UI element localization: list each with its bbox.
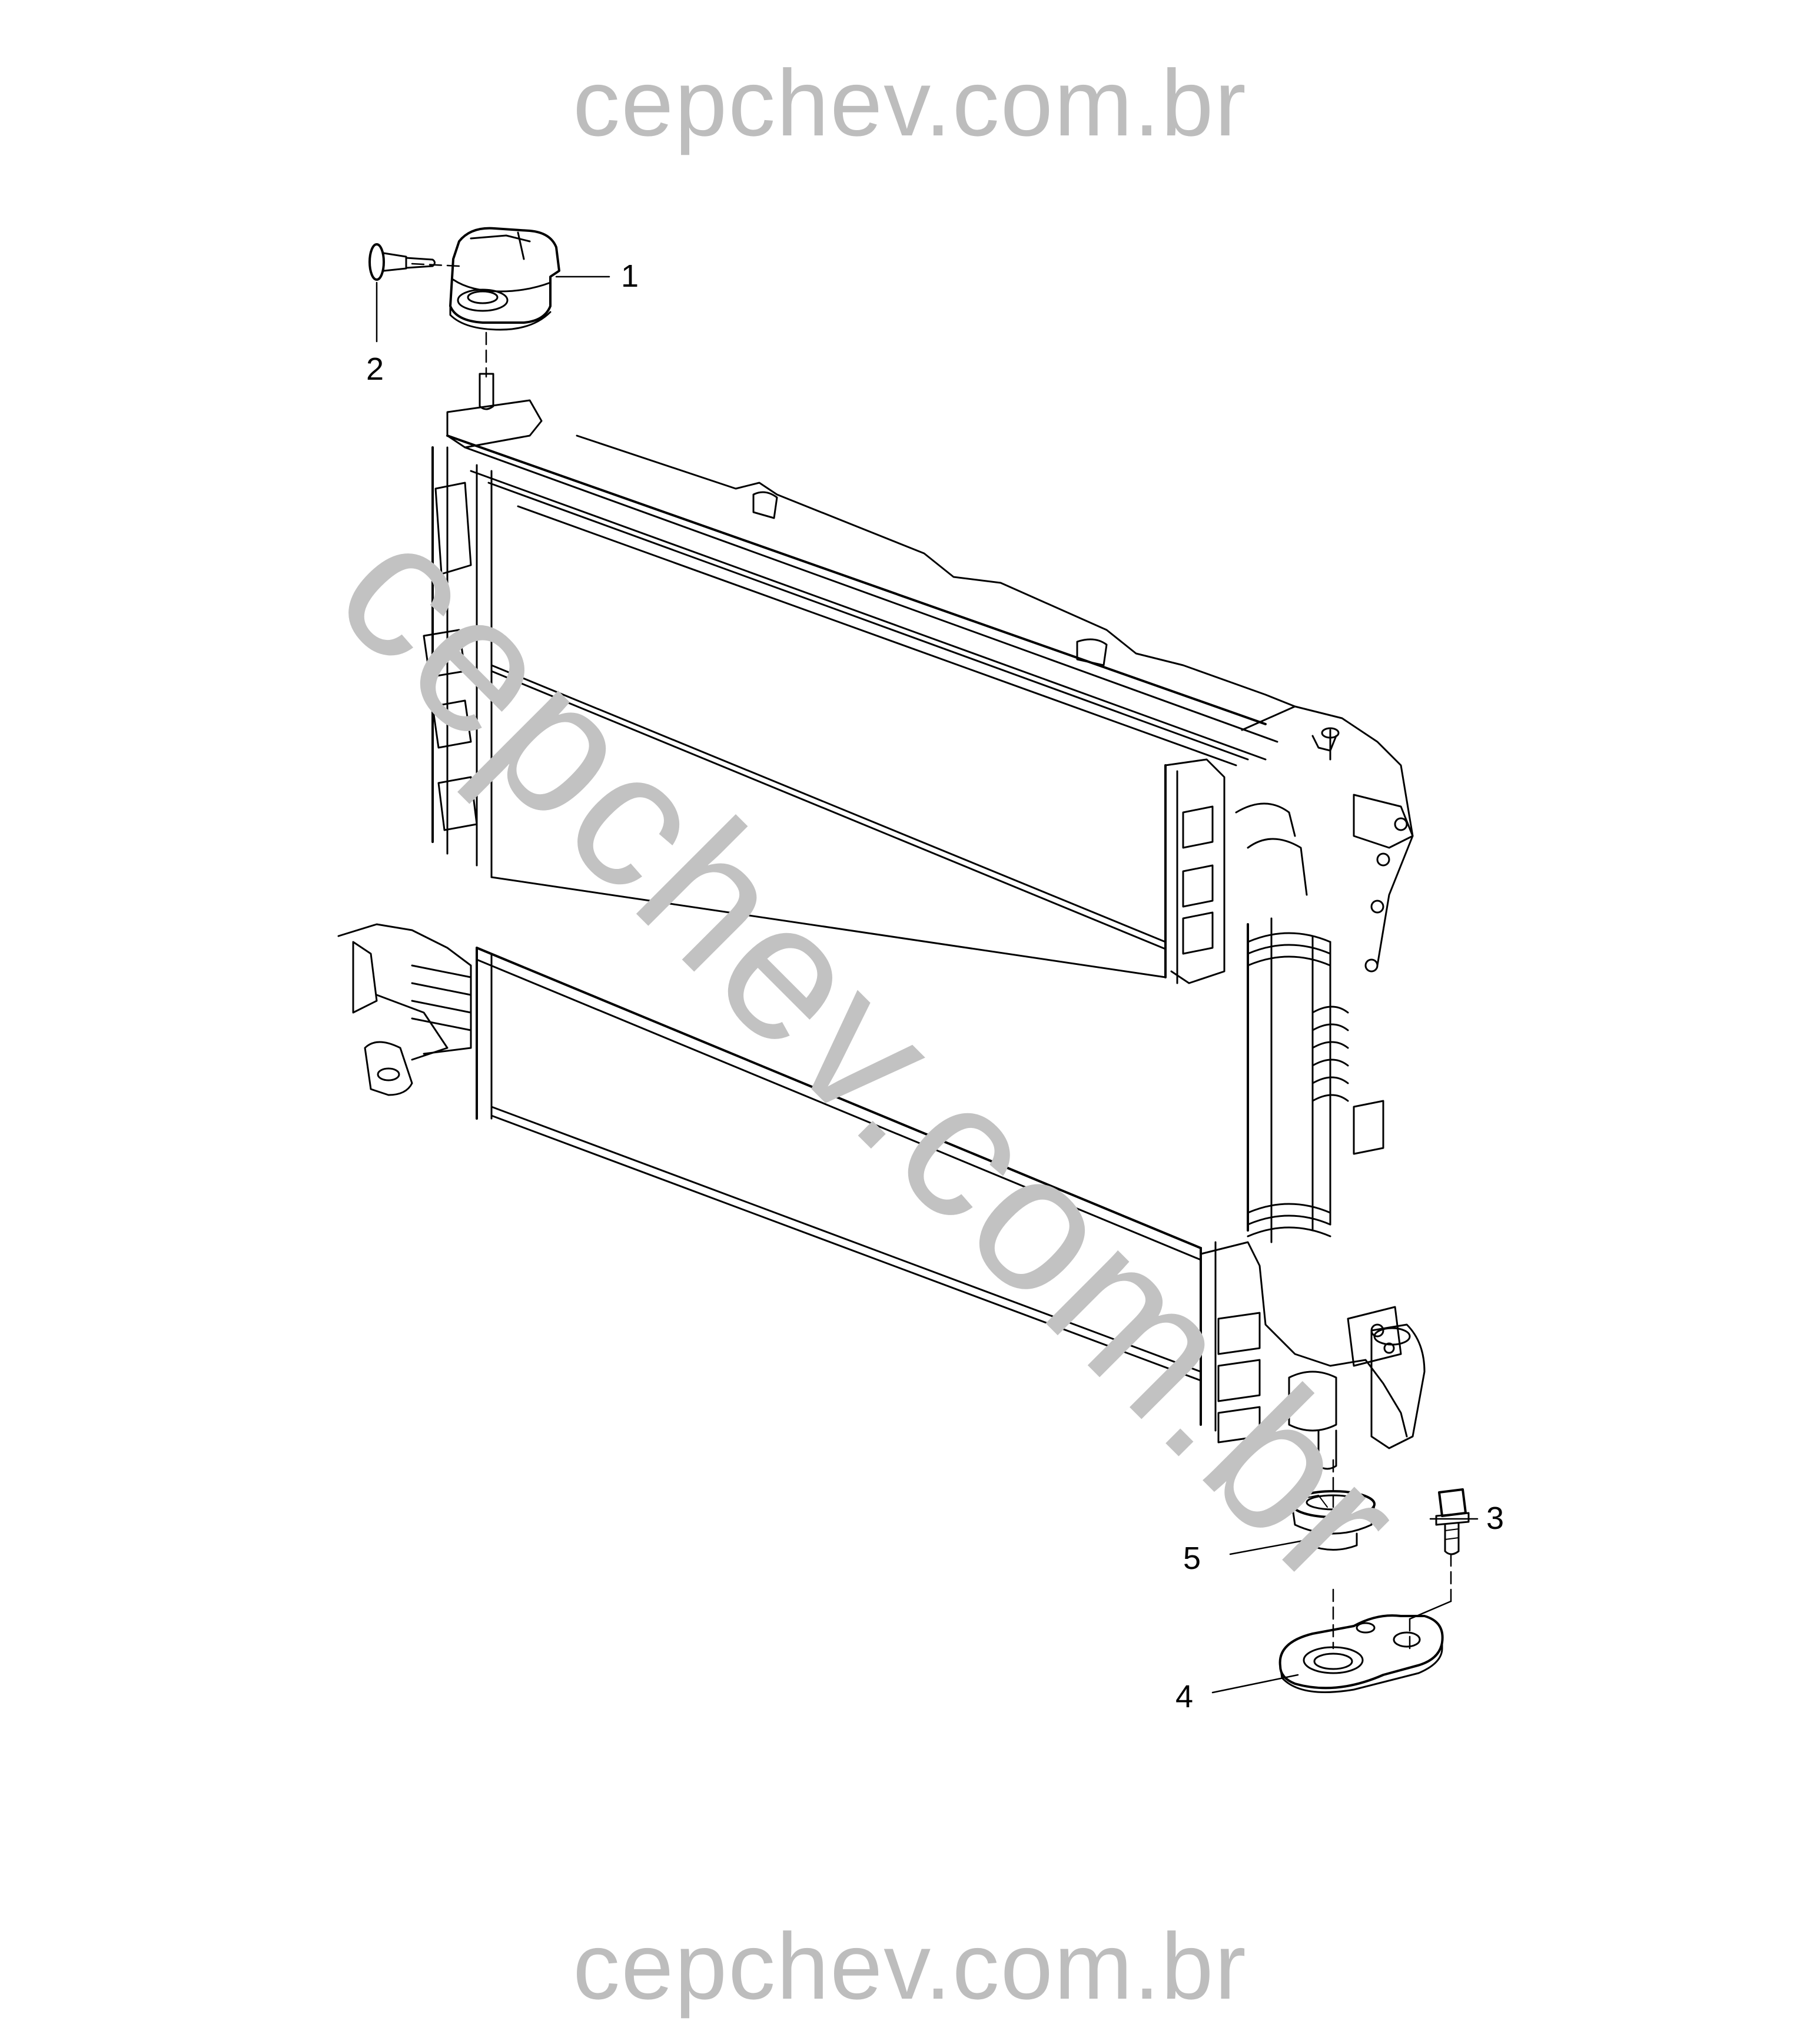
lower-mount-insulator	[1291, 1490, 1376, 1551]
callout-4: 4	[1175, 1679, 1193, 1714]
callout-3: 3	[1486, 1501, 1504, 1536]
upper-bolt	[368, 243, 436, 281]
radiator-module	[337, 373, 1426, 1470]
lower-bolt	[1435, 1488, 1470, 1555]
watermark-top: cepchev.com.br	[573, 50, 1247, 155]
callout-1: 1	[621, 258, 639, 294]
callout-5: 5	[1183, 1541, 1201, 1576]
watermark-bottom: cepchev.com.br	[573, 1913, 1247, 2019]
lower-bracket-plate	[1278, 1614, 1444, 1693]
upper-mount-insulator	[449, 227, 560, 331]
callout-labels: 1 2 3 4 5	[366, 258, 1504, 1714]
callout-2: 2	[366, 351, 384, 387]
callout-leaders	[376, 263, 1479, 1694]
